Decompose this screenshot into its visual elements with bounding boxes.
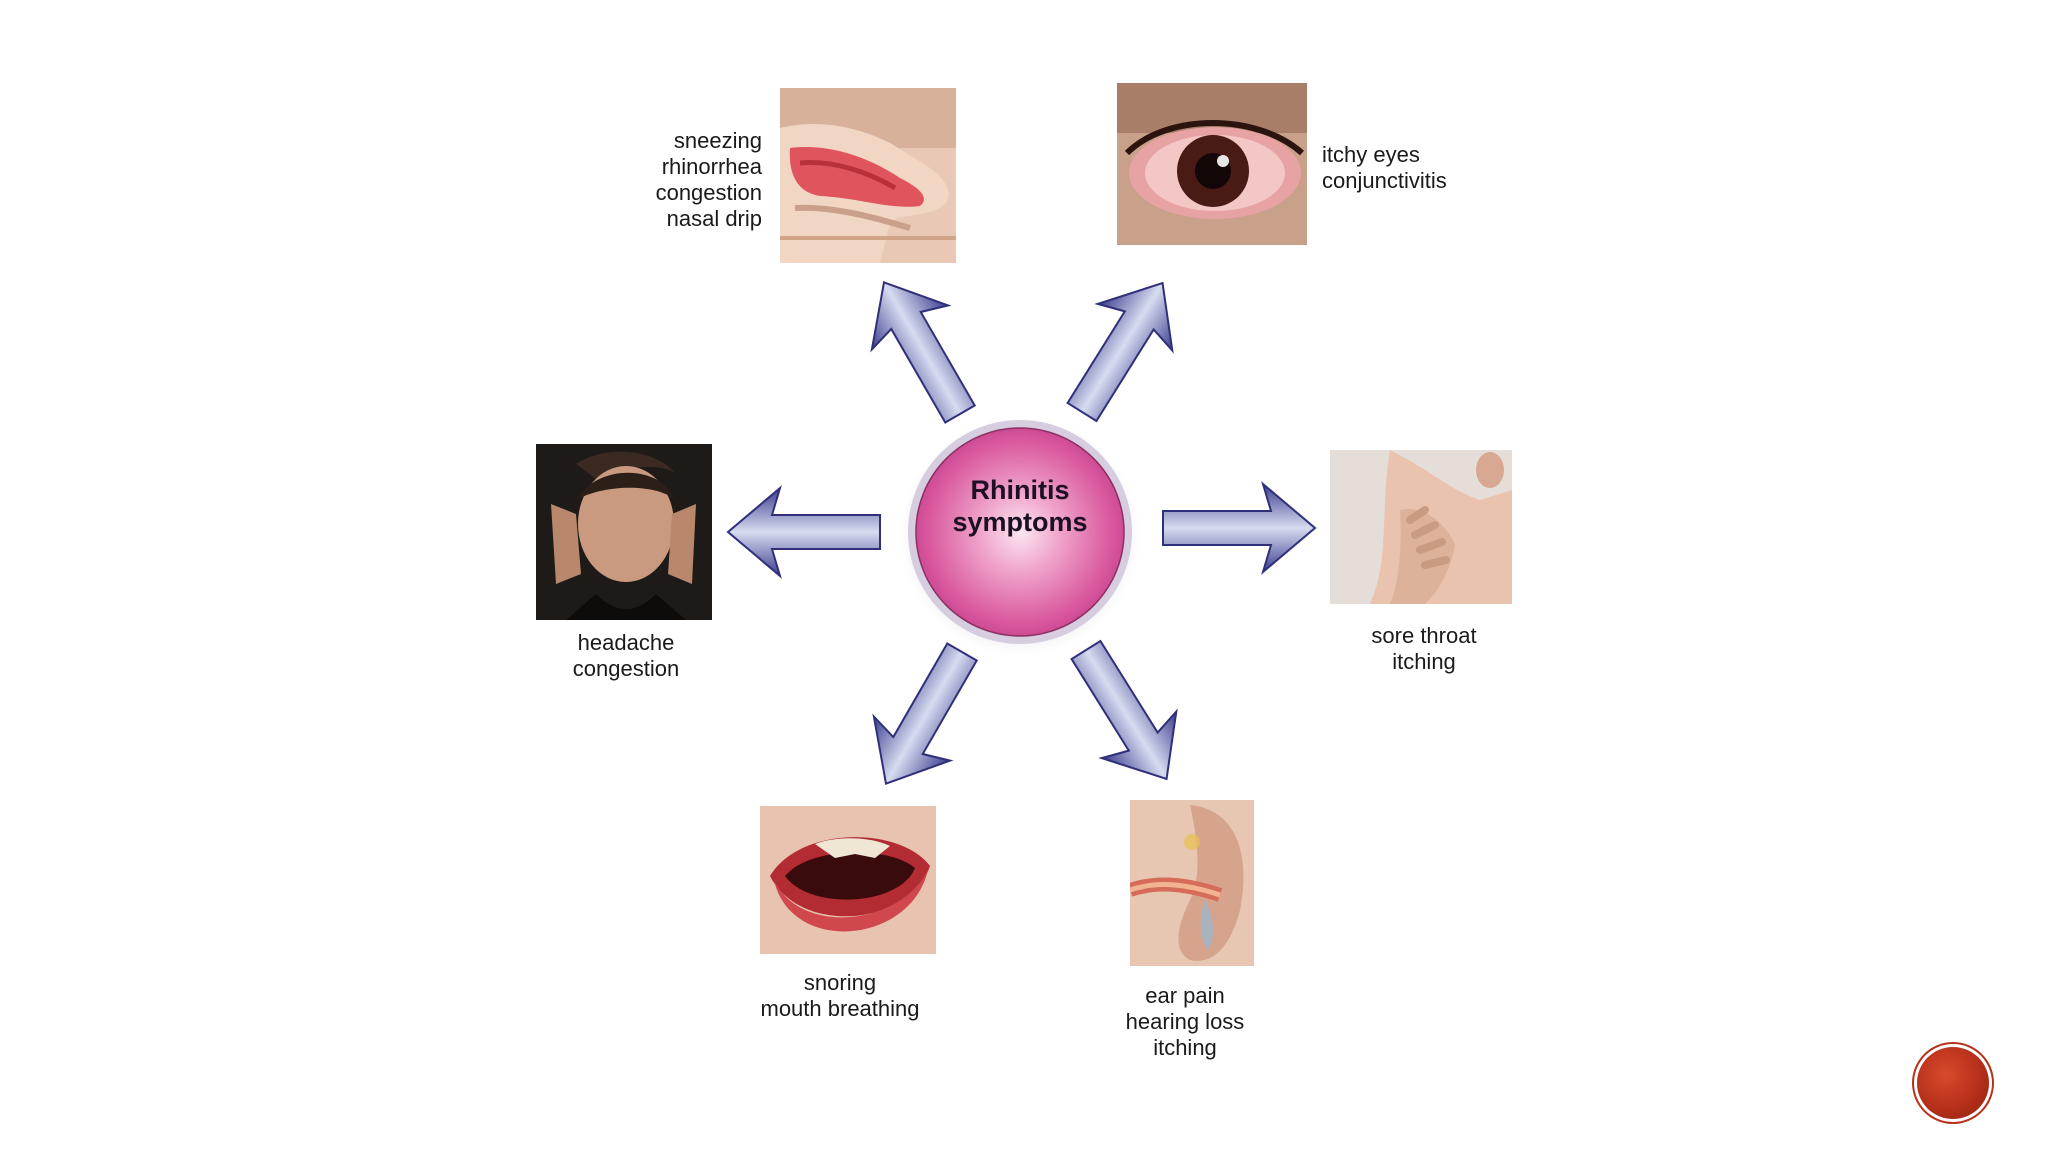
throat-symptom-2: itching	[1392, 649, 1456, 674]
eye-symptom-2: conjunctivitis	[1322, 168, 1447, 193]
eye-symptom-1: itchy eyes	[1322, 142, 1420, 167]
arrow-to-head	[727, 487, 881, 577]
headache-image	[536, 444, 712, 620]
nose-symptom-4: nasal drip	[666, 206, 762, 231]
ear-symptoms: ear pain hearing loss itching	[1126, 983, 1245, 1061]
arrow-to-eye	[1043, 258, 1201, 437]
mouth-symptom-2: mouth breathing	[760, 996, 920, 1021]
mouth-symptoms: snoring mouth breathing	[761, 970, 920, 1022]
nose-image	[780, 88, 956, 263]
ear-symptom-1: ear pain	[1145, 983, 1225, 1008]
nose-symptoms: sneezing rhinorrhea congestion nasal dri…	[656, 128, 762, 232]
center-title-line-2: symptoms	[952, 507, 1088, 537]
head-symptom-2: congestion	[572, 656, 680, 681]
arrow-to-mouth	[846, 629, 1002, 807]
throat-image	[1330, 450, 1512, 604]
center-title: Rhinitis symptoms	[952, 474, 1087, 538]
arrow-to-nose	[844, 259, 1000, 437]
arrow-to-ear	[1047, 625, 1205, 804]
center-title-line-1: Rhinitis	[970, 475, 1070, 505]
ear-symptom-3: itching	[1153, 1035, 1217, 1060]
arrow-to-throat	[1162, 483, 1316, 573]
throat-symptom-1: sore throat	[1371, 623, 1477, 648]
eye-symptoms: itchy eyes conjunctivitis	[1322, 142, 1447, 194]
nose-symptom-2: rhinorrhea	[661, 154, 762, 179]
ear-symptom-2: hearing loss	[1125, 1009, 1245, 1034]
eye-image	[1117, 83, 1307, 245]
slide-nav-button[interactable]	[1917, 1047, 1989, 1119]
mouth-image	[760, 806, 936, 954]
nose-symptom-1: sneezing	[673, 128, 762, 153]
mouth-symptom-1: snoring	[803, 970, 877, 995]
throat-symptoms: sore throat itching	[1371, 623, 1476, 675]
center-circle	[915, 427, 1125, 637]
head-symptoms: headache congestion	[573, 630, 679, 682]
head-symptom-1: headache	[577, 630, 675, 655]
ear-image	[1130, 800, 1254, 966]
nose-symptom-3: congestion	[655, 180, 762, 205]
